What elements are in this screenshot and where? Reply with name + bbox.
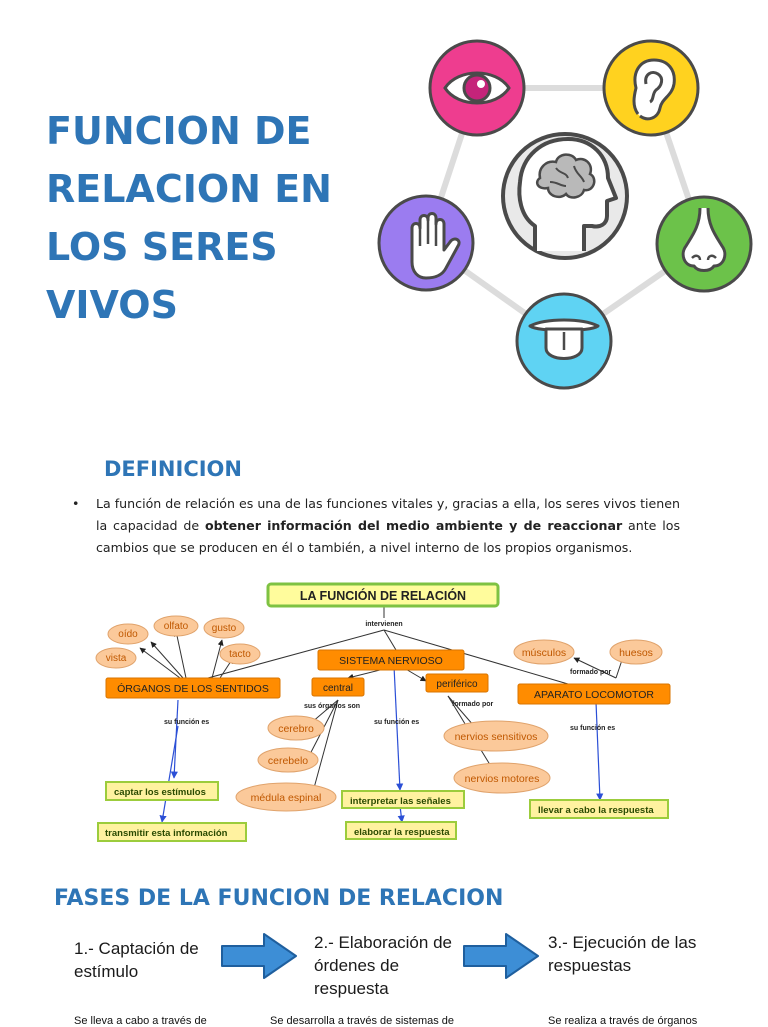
sense-vista: [95, 647, 137, 669]
node-cerebro: [267, 715, 325, 741]
node-organos: [105, 677, 281, 699]
step-2-note: Se desarrolla a través de sistemas de: [270, 1015, 455, 1027]
node-elaborar: [345, 821, 457, 840]
node-transmitir: [97, 822, 247, 842]
label-huesos: huesos: [619, 647, 653, 659]
label-central: central: [323, 683, 353, 694]
label-nervios-motores: nervios motores: [465, 773, 540, 785]
step-1: 1.- Captación de estímulo: [74, 939, 199, 981]
definition-text-bold: obtener información del medio ambiente y…: [204, 518, 623, 533]
label-sistema: SISTEMA NERVIOSO: [339, 655, 443, 667]
sense-olfato: [153, 615, 199, 637]
definition-text-part-1: La función de relación es una de las fun…: [96, 496, 680, 533]
sense-vista-label: vista: [106, 653, 127, 664]
label-periferico: periférico: [436, 679, 478, 690]
sense-gusto: [203, 617, 245, 639]
node-musculos: [513, 639, 575, 665]
step-3: 3.- Ejecución de las respuestas: [548, 933, 697, 975]
label-captar: captar los estímulos: [114, 787, 206, 798]
map-function-arrows: [159, 665, 604, 823]
label-formado-por: formado por: [452, 701, 493, 708]
root-node: [266, 582, 500, 608]
brain-head-icon: [501, 132, 629, 260]
sense-tacto: [219, 643, 261, 665]
hand-icon: [377, 194, 475, 292]
node-cerebelo: [257, 747, 319, 773]
node-medula: [235, 782, 337, 812]
definition-text: • La función de relación es una de las f…: [72, 493, 680, 559]
step-2: 2.- Elaboración de órdenes de respuesta: [314, 933, 452, 998]
title-line-3: LOS SERES: [46, 225, 278, 269]
title-line-1: FUNCION DE: [46, 109, 312, 153]
label-musculos: músculos: [522, 647, 566, 659]
ear-icon: [602, 39, 700, 137]
page-title: FUNCION DE RELACION EN LOS SERES VIVOS: [46, 102, 346, 334]
node-llevar: [529, 799, 669, 819]
eye-icon: [428, 39, 526, 137]
definition-text-part-2: ante los cambios que se producen en él o…: [96, 518, 681, 555]
sense-oido: [107, 623, 149, 645]
node-interpretar: [341, 790, 465, 809]
node-nervios-sensitivos: [443, 720, 549, 752]
node-central: [311, 677, 365, 697]
tongue-icon: [515, 292, 613, 390]
label-su-funcion-1: su función es: [164, 719, 209, 726]
label-su-funcion-3: su función es: [570, 725, 615, 732]
root-label: LA FUNCIÓN DE RELACIÓN: [300, 588, 466, 603]
label-su-funcion-2: su función es: [374, 719, 419, 726]
arrow-right-icon: [463, 933, 539, 979]
five-senses-illustration: [377, 39, 753, 390]
nose-icon: [655, 195, 753, 293]
label-aparato: APARATO LOCOMOTOR: [534, 689, 654, 701]
label-nervios-sensitivos: nervios sensitivos: [455, 731, 538, 743]
step-3-note: Se realiza a través de órganos: [548, 1015, 698, 1027]
label-medula: médula espinal: [251, 792, 322, 804]
label-cerebro: cerebro: [278, 723, 314, 735]
node-huesos: [609, 639, 663, 665]
label-intervienen: intervienen: [365, 621, 402, 628]
arrow-right-icon: [221, 933, 297, 979]
bullet: •: [72, 496, 80, 511]
label-sus-organos: sus órganos son: [304, 703, 360, 710]
sense-tacto-label: tacto: [229, 649, 251, 660]
title-line-4: VIVOS: [46, 283, 178, 327]
label-cerebelo: cerebelo: [268, 755, 308, 767]
step-1-note: Se lleva a cabo a través de: [74, 1015, 207, 1027]
concept-map: LA FUNCIÓN DE RELACIÓN intervienen ÓRGAN…: [95, 582, 671, 842]
sense-oido-label: oído: [118, 629, 138, 640]
sense-gusto-label: gusto: [212, 623, 237, 634]
node-captar: [105, 781, 219, 801]
node-aparato: [517, 683, 671, 705]
label-elaborar: elaborar la respuesta: [354, 827, 450, 838]
node-periferico: [425, 673, 489, 693]
definition-heading: DEFINICION: [104, 457, 242, 481]
label-transmitir: transmitir esta información: [105, 828, 228, 839]
title-line-2: RELACION EN: [46, 167, 332, 211]
label-formado-por-2: formado por: [570, 669, 611, 676]
label-interpretar: interpretar las señales: [350, 796, 451, 807]
label-llevar: llevar a cabo la respuesta: [538, 805, 654, 816]
node-sistema: [317, 649, 465, 671]
sense-olfato-label: olfato: [164, 621, 189, 632]
fases-heading: FASES DE LA FUNCION DE RELACION: [54, 886, 504, 911]
node-nervios-motores: [453, 762, 551, 794]
label-organos: ÓRGANOS DE LOS SENTIDOS: [117, 682, 269, 695]
